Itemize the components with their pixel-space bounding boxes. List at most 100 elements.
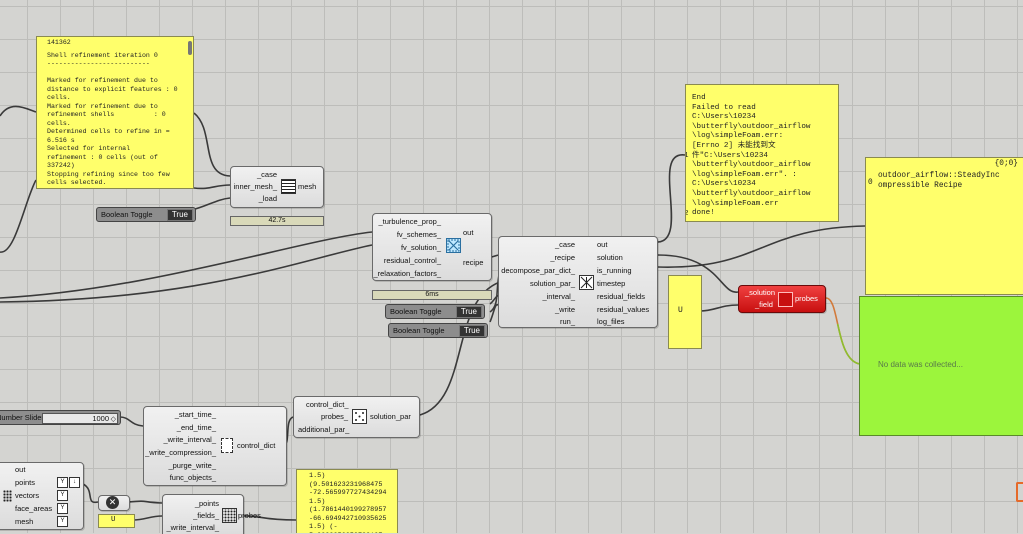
input-field[interactable]: _field xyxy=(755,300,773,309)
input-additional-par[interactable]: additional_par_ xyxy=(298,425,350,434)
input-purge-write[interactable]: _purge_write_ xyxy=(168,461,216,470)
output-residual-values[interactable]: residual_values xyxy=(597,305,650,314)
blockmesh-component[interactable]: _case inner_mesh_ _load mesh xyxy=(230,166,324,208)
probes-icon xyxy=(222,508,237,523)
boolean-toggle[interactable]: Boolean Toggle True xyxy=(388,323,488,338)
input-fv-solution[interactable]: fv_solution_ xyxy=(400,243,441,252)
boolean-toggle[interactable]: Boolean Toggle True xyxy=(96,207,196,222)
slider-label: Number Slider xyxy=(0,413,44,422)
solution-par-component[interactable]: control_dict_ probes_ additional_par_ so… xyxy=(293,396,420,438)
toggle-label: Boolean Toggle xyxy=(101,210,153,219)
input-case[interactable]: _case xyxy=(554,240,575,249)
mesh-properties-component[interactable]: out points vectors face_areas mesh Y ↓ Y… xyxy=(0,462,84,530)
output-mesh[interactable]: mesh xyxy=(298,182,317,191)
output-recipe[interactable]: recipe xyxy=(463,258,484,267)
output-residual-fields[interactable]: residual_fields xyxy=(597,292,645,301)
input-solution-par[interactable]: solution_par_ xyxy=(529,279,575,288)
probes-error-component[interactable]: _solution _field probes xyxy=(738,285,826,313)
panel-scrollbar[interactable] xyxy=(188,41,192,55)
output-out[interactable]: out xyxy=(463,228,474,237)
input-relaxation-factors[interactable]: _relaxation_factors_ xyxy=(373,269,441,278)
solution-icon xyxy=(579,275,594,290)
boolean-toggle[interactable]: Boolean Toggle True xyxy=(385,304,485,319)
control-dict-component[interactable]: _start_time_ _end_time_ _write_interval_… xyxy=(143,406,287,486)
canvas-widget-icon[interactable] xyxy=(1016,482,1023,502)
input-fv-schemes[interactable]: fv_schemes_ xyxy=(396,230,441,239)
output-solution-par[interactable]: solution_par xyxy=(370,412,411,421)
number-slider[interactable]: Number Slider 1000 ◇ xyxy=(0,410,121,425)
input-decompose-par-dict[interactable]: decompose_par_dict_ xyxy=(501,266,575,275)
input-case[interactable]: _case xyxy=(256,170,277,179)
field-u-panel[interactable]: U xyxy=(668,275,702,349)
recipe-output-panel[interactable]: {0;0} 0 outdoor_airflow::SteadyInc ompre… xyxy=(865,157,1023,295)
panel-content: outdoor_airflow::SteadyInc ompressible R… xyxy=(878,172,1000,190)
input-func-objects[interactable]: func_objects_ xyxy=(169,473,216,482)
probe-coordinates-panel[interactable]: 1.5) (9.501623231968475 -72.565997727434… xyxy=(296,469,398,533)
output-is-running[interactable]: is_running xyxy=(597,266,632,275)
path-index: 1 xyxy=(686,152,689,161)
toggle-label: Boolean Toggle xyxy=(393,326,445,335)
panel-path-header: {0;0} xyxy=(994,160,1018,168)
field-u-small-panel[interactable]: U xyxy=(98,514,135,528)
input-residual-control[interactable]: residual_control_ xyxy=(383,256,441,265)
toggle-value[interactable]: True xyxy=(455,306,482,318)
input-control-dict[interactable]: control_dict_ xyxy=(306,400,349,409)
input-recipe[interactable]: _recipe xyxy=(550,253,575,262)
tree-icon: Y xyxy=(57,490,68,501)
output-log-files[interactable]: log_files xyxy=(597,317,625,326)
output-mesh[interactable]: mesh xyxy=(15,517,34,526)
recipe-component[interactable]: _turbulence_prop_ fv_schemes_ fv_solutio… xyxy=(372,213,492,281)
output-points[interactable]: points xyxy=(15,478,36,487)
path-index: 0 xyxy=(868,179,873,187)
panel-content: End Failed to read C:\Users\10234 \butte… xyxy=(692,94,811,218)
toggle-label: Boolean Toggle xyxy=(390,307,442,316)
output-probes[interactable]: probes xyxy=(238,511,261,520)
input-write-compression[interactable]: _write_compression_ xyxy=(145,448,216,457)
input-probes[interactable]: probes_ xyxy=(321,412,349,421)
merge-node[interactable]: ✕ xyxy=(98,495,130,511)
tree-icon: Y xyxy=(57,516,68,527)
input-write-interval[interactable]: _write_interval_ xyxy=(166,523,219,532)
input-solution[interactable]: _solution xyxy=(745,288,776,297)
timer-badge: 42.7s xyxy=(230,216,324,226)
probes-icon xyxy=(778,292,793,307)
input-fields[interactable]: _fields_ xyxy=(193,511,219,520)
input-inner-mesh[interactable]: inner_mesh_ xyxy=(233,182,277,191)
tree-icon: Y xyxy=(57,503,68,514)
probes-component[interactable]: _points _fields_ _write_interval_ xyxy=(162,494,244,534)
input-run[interactable]: run_ xyxy=(559,317,575,326)
panel-header: 141362 xyxy=(47,39,71,46)
output-timestep[interactable]: timestep xyxy=(597,279,626,288)
output-solution[interactable]: solution xyxy=(597,253,623,262)
slider-value: 1000 xyxy=(92,414,109,423)
tree-icon: Y xyxy=(57,477,68,488)
output-control-dict[interactable]: control_dict xyxy=(237,441,276,450)
output-face-areas[interactable]: face_areas xyxy=(15,504,53,513)
input-start-time[interactable]: _start_time_ xyxy=(174,410,216,419)
error-log-panel[interactable]: End Failed to read C:\Users\10234 \butte… xyxy=(685,84,839,222)
close-icon: ✕ xyxy=(106,496,119,509)
flatten-icon: ↓ xyxy=(69,477,80,488)
output-vectors[interactable]: vectors xyxy=(15,491,40,500)
input-end-time[interactable]: _end_time_ xyxy=(176,423,216,432)
mesh-grid-icon xyxy=(281,179,296,194)
input-write[interactable]: _write xyxy=(554,305,575,314)
timer-badge: 6ms xyxy=(372,290,492,300)
output-out[interactable]: out xyxy=(597,240,608,249)
input-points[interactable]: _points xyxy=(194,499,219,508)
input-interval[interactable]: _interval_ xyxy=(542,292,575,301)
no-data-panel[interactable]: No data was collected... xyxy=(859,296,1023,436)
input-load[interactable]: _load xyxy=(258,194,277,203)
input-write-interval[interactable]: _write_interval_ xyxy=(163,435,216,444)
toggle-value[interactable]: True xyxy=(458,325,485,337)
panel-content: U xyxy=(111,516,116,524)
panel-content: 1.5) (9.501623231968475 -72.565997727434… xyxy=(309,472,387,533)
output-probes[interactable]: probes xyxy=(795,294,818,303)
shell-refinement-log-panel[interactable]: 141362 Shell refinement iteration 0 ----… xyxy=(36,36,194,189)
solution-component[interactable]: _case _recipe decompose_par_dict_ soluti… xyxy=(498,236,658,328)
output-out[interactable]: out xyxy=(15,465,26,474)
toggle-value[interactable]: True xyxy=(166,209,193,221)
input-turbulence-prop[interactable]: _turbulence_prop_ xyxy=(378,217,441,226)
slider-grip-icon[interactable]: ◇ xyxy=(110,416,116,423)
slider-track[interactable]: 1000 ◇ xyxy=(42,413,118,424)
